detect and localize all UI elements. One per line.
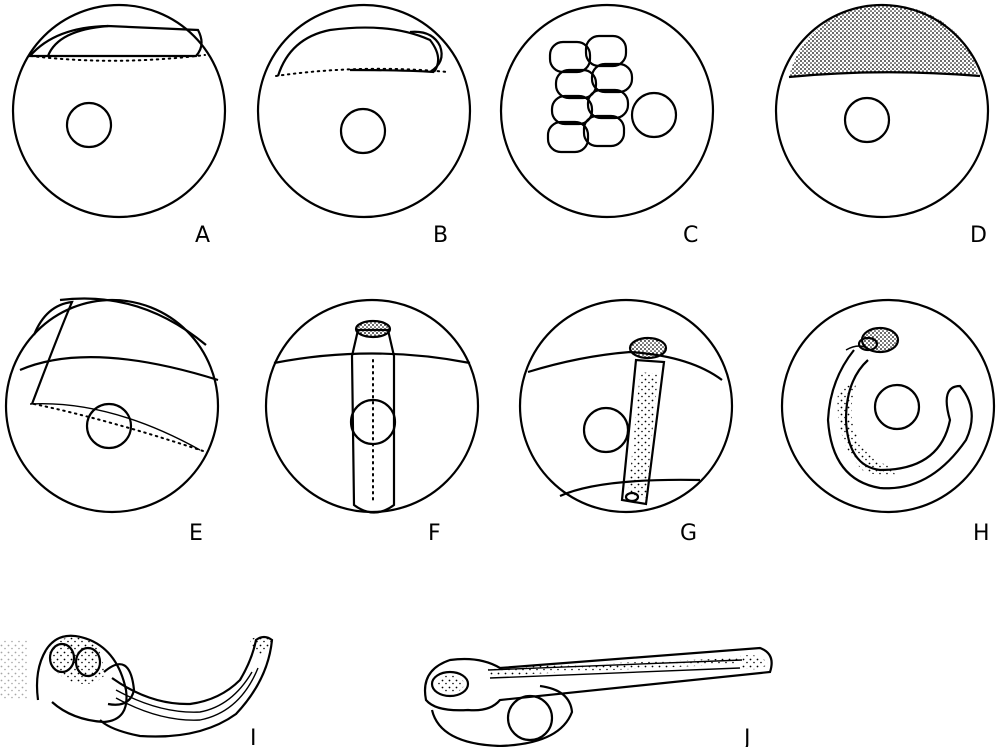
panel-label-j: J [742, 726, 751, 747]
panel-label-e: E [189, 521, 203, 546]
panel-label-c: C [683, 223, 698, 248]
panel-c: C [501, 5, 713, 248]
panel-label-i: I [250, 726, 257, 747]
panel-g: G [520, 300, 732, 546]
panel-h: H [782, 300, 994, 546]
panel-i: I [0, 636, 272, 747]
panel-j: J [425, 648, 772, 747]
panel-f: F [266, 300, 478, 546]
panel-a: A [13, 5, 225, 248]
panel-label-h: H [973, 521, 990, 546]
panel-label-f: F [428, 521, 441, 546]
panel-label-a: A [195, 223, 210, 248]
panel-label-d: D [970, 223, 987, 248]
panel-label-g: G [680, 521, 697, 546]
panel-d: D [776, 5, 988, 248]
panel-label-b: B [433, 223, 448, 248]
panel-b: B [258, 5, 470, 248]
panel-e: E [6, 298, 218, 546]
